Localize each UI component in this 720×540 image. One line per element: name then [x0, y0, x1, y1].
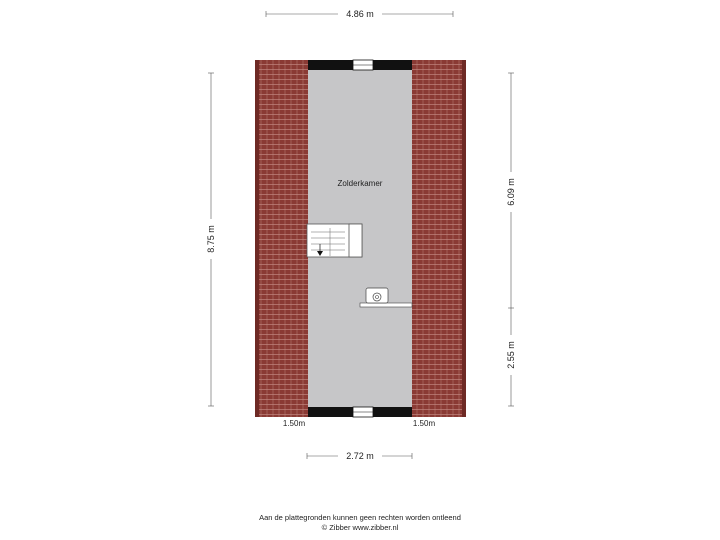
wall-bottom-left [308, 407, 353, 417]
dimension-left: 8.75 m [205, 72, 217, 407]
footer-disclaimer: Aan de plattegronden kunnen geen rechten… [259, 513, 461, 522]
dimension-right-lower-label: 2.55 m [506, 341, 516, 369]
dimension-top-label: 4.86 m [346, 9, 374, 19]
dimension-bottom: 2.72 m [306, 450, 413, 462]
footer-credit: © Zibber www.zibber.nl [321, 523, 399, 532]
roof-right-width-label: 1.50m [413, 419, 436, 428]
dimension-right: 6.09 m 2.55 m [505, 72, 517, 407]
footer: Aan de plattegronden kunnen geen rechten… [0, 513, 720, 533]
roof-left [255, 60, 308, 417]
roof-right [412, 60, 466, 417]
dimension-bottom-label: 2.72 m [346, 451, 374, 461]
dimension-top: 4.86 m [265, 8, 454, 20]
wall-top-right [373, 60, 412, 70]
room-label-attic: Zolderkamer [338, 179, 383, 188]
wall-bottom-right [373, 407, 412, 417]
roof-left-width-label: 1.50m [283, 419, 306, 428]
dimension-left-label: 8.75 m [206, 225, 216, 253]
wall-top-left [308, 60, 353, 70]
stairs [306, 223, 363, 258]
dimension-right-upper-label: 6.09 m [506, 178, 516, 206]
boiler-unit [359, 287, 413, 308]
